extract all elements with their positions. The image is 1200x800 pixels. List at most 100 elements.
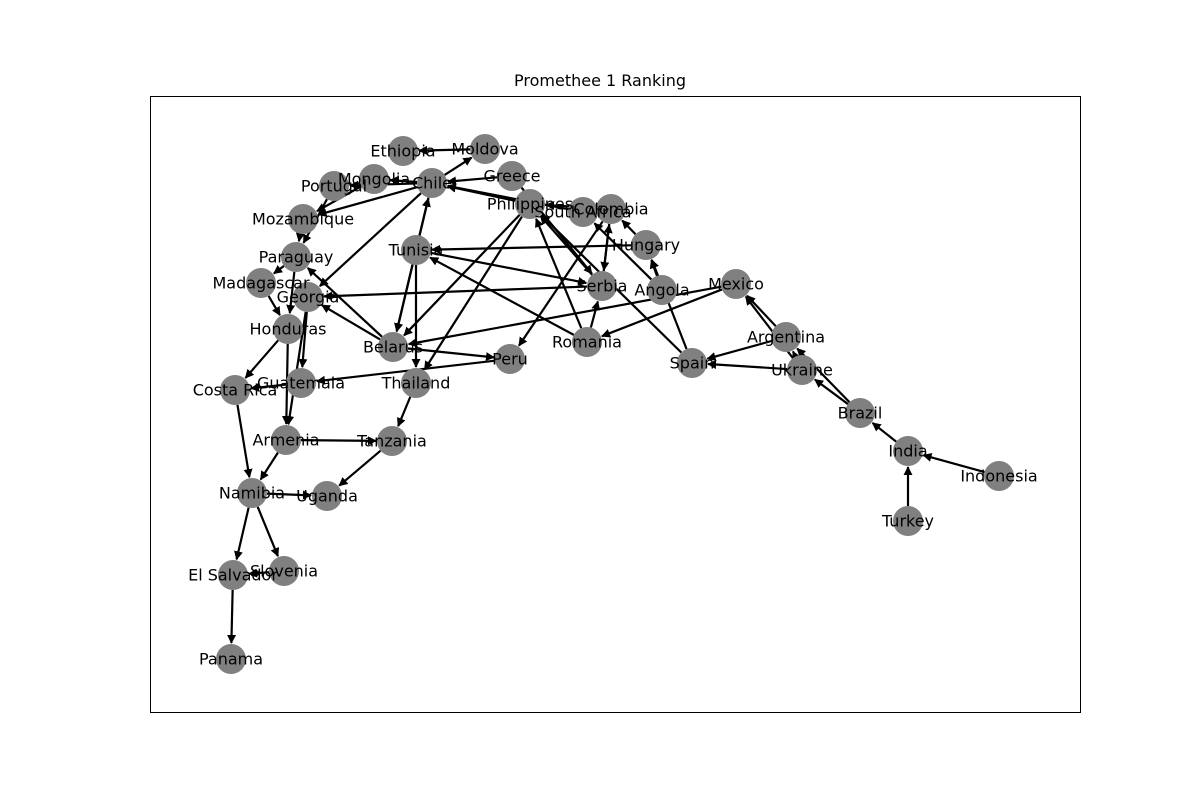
edge-namibia-to-uganda bbox=[266, 490, 312, 500]
node-label-uganda: Uganda bbox=[296, 487, 358, 506]
node-label-peru: Peru bbox=[492, 350, 528, 369]
node-label-guatemala: Guatemala bbox=[257, 374, 345, 393]
node-moldova bbox=[470, 134, 500, 164]
node-portugal bbox=[319, 171, 349, 201]
edge-colombia-to-peru bbox=[518, 220, 604, 347]
edge-el-salvador-to-panama bbox=[227, 589, 237, 644]
edge-romania-to-philippines bbox=[535, 217, 583, 329]
node-label-paraguay: Paraguay bbox=[259, 248, 334, 267]
node-label-philippines: Philippines bbox=[487, 195, 573, 214]
edge-romania-to-serbia bbox=[589, 300, 601, 328]
edge-chile-to-mongolia bbox=[389, 176, 418, 186]
node-label-turkey: Turkey bbox=[881, 512, 934, 531]
node-greece bbox=[497, 161, 527, 191]
node-label-mexico: Mexico bbox=[708, 275, 764, 294]
node-belarus bbox=[378, 332, 408, 362]
edge-romania-to-tunisia bbox=[429, 256, 575, 336]
node-costa-rica bbox=[220, 375, 250, 405]
edge-costa-rica-to-namibia bbox=[236, 404, 253, 479]
node-ukraine bbox=[787, 355, 817, 385]
node-label-costa-rica: Costa Rica bbox=[193, 381, 278, 400]
node-georgia bbox=[293, 282, 323, 312]
edge-armenia-to-tanzania bbox=[300, 436, 377, 446]
edge-indonesia-to-india bbox=[922, 453, 985, 474]
node-label-thailand: Thailand bbox=[381, 374, 451, 393]
node-label-tunisia: Tunisia bbox=[388, 241, 444, 260]
node-india bbox=[893, 436, 923, 466]
node-label-hungary: Hungary bbox=[612, 236, 680, 255]
edge-mozambique-to-paraguay bbox=[295, 232, 305, 243]
node-label-namibia: Namibia bbox=[219, 484, 285, 503]
node-thailand bbox=[401, 368, 431, 398]
edge-mexico-to-romania bbox=[601, 288, 723, 338]
edge-georgia-to-guatemala bbox=[298, 311, 308, 368]
edge-tunisia-to-chile bbox=[418, 197, 431, 236]
node-label-south-africa: South Africa bbox=[534, 203, 631, 222]
edge-india-to-brazil bbox=[871, 422, 897, 443]
plot-frame bbox=[150, 96, 1081, 713]
node-label-angola: Angola bbox=[634, 281, 689, 300]
node-mexico bbox=[721, 269, 751, 299]
node-serbia bbox=[587, 271, 617, 301]
edge-serbia-to-philippines bbox=[539, 215, 593, 276]
edge-paraguay-to-madagascar bbox=[273, 265, 285, 275]
node-guatemala bbox=[286, 368, 316, 398]
node-romania bbox=[572, 327, 602, 357]
node-label-chile: Chile bbox=[412, 174, 452, 193]
edge-tunisia-to-belarus bbox=[394, 264, 414, 333]
edge-namibia-to-slovenia bbox=[256, 506, 280, 558]
node-ethiopia bbox=[388, 136, 418, 166]
node-label-ukraine: Ukraine bbox=[771, 361, 833, 380]
edge-hungary-to-tunisia bbox=[431, 244, 632, 254]
node-mozambique bbox=[288, 204, 318, 234]
edge-chile-to-georgia bbox=[319, 192, 422, 287]
node-label-georgia: Georgia bbox=[277, 288, 340, 307]
node-label-spain: Spain bbox=[670, 354, 715, 373]
node-armenia bbox=[271, 425, 301, 455]
node-label-serbia: Serbia bbox=[577, 277, 628, 296]
node-label-portugal: Portugal bbox=[301, 177, 367, 196]
edge-paraguay-to-honduras bbox=[286, 271, 296, 314]
edge-tunisia-to-serbia bbox=[430, 251, 588, 286]
node-madagascar bbox=[246, 268, 276, 298]
edge-belarus-to-peru bbox=[407, 347, 495, 362]
node-label-brazil: Brazil bbox=[838, 404, 883, 423]
node-honduras bbox=[273, 314, 303, 344]
node-turkey bbox=[893, 506, 923, 536]
edge-honduras-to-costa-rica bbox=[244, 339, 279, 379]
edge-hungary-to-colombia bbox=[621, 219, 637, 236]
edge-guatemala-to-costa-rica bbox=[250, 382, 287, 392]
node-label-tanzania: Tanzania bbox=[356, 432, 427, 451]
node-namibia bbox=[237, 478, 267, 508]
node-label-madagascar: Madagascar bbox=[212, 274, 309, 293]
edge-ukraine-to-spain bbox=[707, 360, 788, 371]
node-colombia bbox=[596, 194, 626, 224]
node-spain bbox=[677, 348, 707, 378]
node-paraguay bbox=[281, 242, 311, 272]
node-layer bbox=[216, 134, 1014, 674]
node-label-argentina: Argentina bbox=[747, 328, 825, 347]
edge-serbia-to-colombia bbox=[602, 223, 613, 272]
node-label-romania: Romania bbox=[552, 333, 622, 352]
edge-ukraine-to-argentina bbox=[791, 350, 801, 361]
node-peru bbox=[495, 344, 525, 374]
node-tanzania bbox=[377, 426, 407, 456]
node-angola bbox=[647, 275, 677, 305]
node-label-honduras: Honduras bbox=[250, 320, 327, 339]
node-argentina bbox=[771, 322, 801, 352]
node-label-belarus: Belarus bbox=[363, 338, 423, 357]
node-tunisia bbox=[401, 235, 431, 265]
edge-madagascar-to-honduras bbox=[267, 295, 281, 316]
edge-thailand-to-tanzania bbox=[397, 396, 412, 428]
node-label-moldova: Moldova bbox=[451, 140, 518, 159]
node-south-africa bbox=[568, 197, 598, 227]
node-label-el-salvador: El Salvador bbox=[188, 566, 278, 585]
node-panama bbox=[216, 644, 246, 674]
node-label-slovenia: Slovenia bbox=[250, 562, 318, 581]
edge-serbia-to-georgia bbox=[323, 285, 588, 301]
edge-namibia-to-el-salvador bbox=[234, 507, 250, 561]
node-label-mongolia: Mongolia bbox=[338, 170, 410, 189]
edge-chile-to-moldova bbox=[444, 156, 473, 176]
